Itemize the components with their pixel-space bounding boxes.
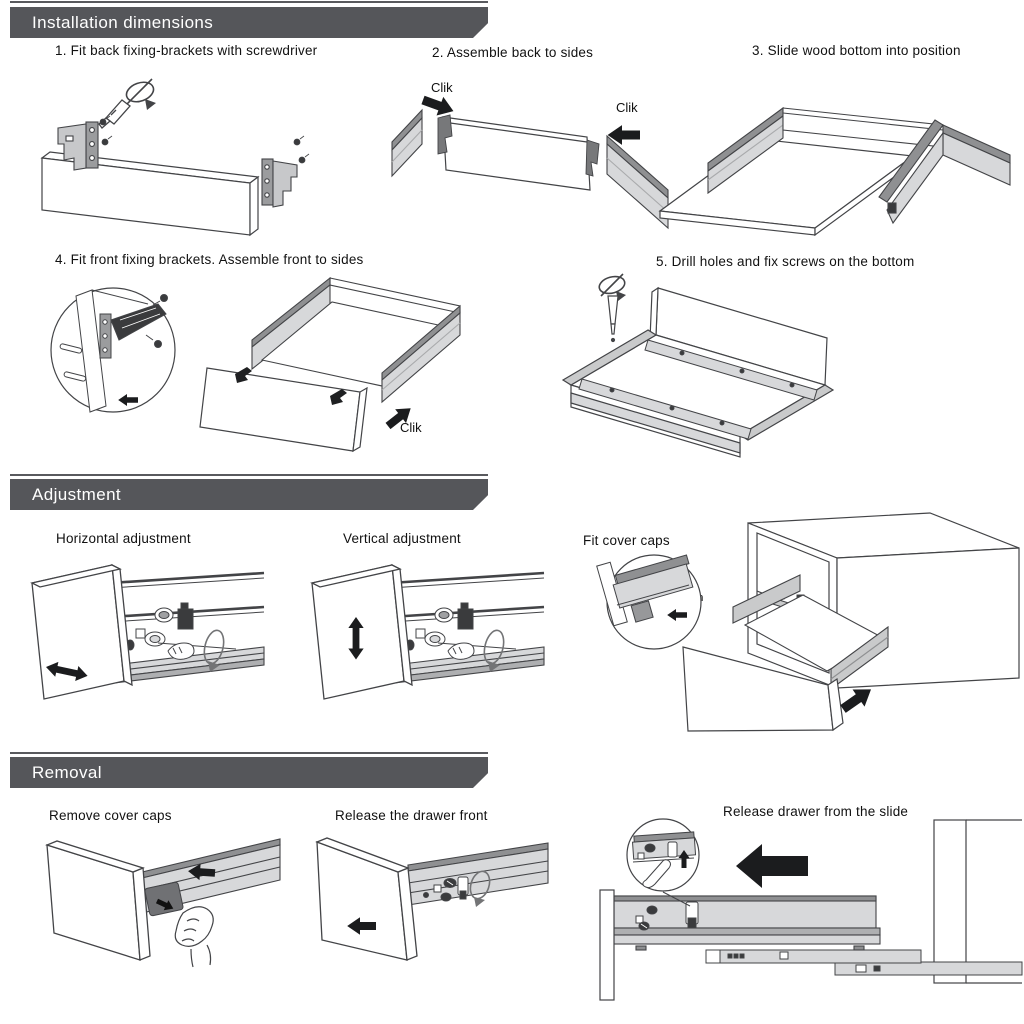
vertical-adjustment-label: Vertical adjustment	[343, 531, 461, 546]
release-mechanism	[423, 876, 469, 902]
frame-side-left	[707, 106, 784, 195]
screws-left	[99, 115, 113, 146]
section-divider-line	[10, 1, 488, 3]
cover-cap	[144, 881, 184, 917]
drawer-front-panel	[682, 646, 844, 732]
step-4-illustration	[40, 268, 535, 464]
release-drawer-slide-label: Release drawer from the slide	[723, 804, 909, 819]
release-drawer-front-illustration	[298, 833, 553, 988]
pull-out-arrow-icon	[736, 844, 808, 888]
release-latch-mechanism	[635, 901, 699, 931]
drawer-front-panel	[315, 837, 418, 961]
drawer-front-panel	[45, 840, 151, 961]
step-3-label: 3. Slide wood bottom into position	[752, 43, 961, 58]
step-3-illustration	[658, 85, 1018, 247]
step-5-illustration	[552, 272, 1017, 468]
screwdriver-icon	[607, 295, 619, 343]
front-clips	[235, 367, 347, 405]
cabinet-front-sheet	[649, 286, 828, 386]
panel-end-brackets	[437, 114, 600, 177]
section-header-adjustment: Adjustment	[10, 479, 488, 510]
section-title: Adjustment	[32, 484, 122, 504]
cover-cap-detail	[596, 554, 694, 627]
fit-cover-caps-illustration	[585, 503, 1022, 735]
wood-bottom-board	[658, 138, 915, 237]
clik-arrow-icon	[382, 401, 417, 433]
latch-detail	[631, 831, 697, 889]
step-1-illustration	[30, 78, 340, 246]
remove-cover-caps-label: Remove cover caps	[49, 808, 172, 823]
front-bracket-detail	[59, 289, 168, 413]
drawer-box	[251, 276, 461, 404]
step-4-label: 4. Fit front fixing brackets. Assemble f…	[55, 252, 364, 267]
step-1-label: 1. Fit back fixing-brackets with screwdr…	[55, 43, 318, 58]
cabinet	[747, 512, 1020, 689]
drawer-front-panel	[310, 563, 413, 700]
section-header-removal: Removal	[10, 757, 488, 788]
side-rail-right	[606, 134, 669, 230]
section-divider-line	[10, 474, 488, 476]
screwdriver-rotation-icon	[598, 273, 626, 297]
adjustment-mechanism	[125, 602, 237, 660]
hand-icon	[174, 906, 214, 968]
remove-cover-caps-illustration	[25, 833, 281, 988]
step-5-label: 5. Drill holes and fix screws on the bot…	[656, 254, 915, 269]
screwdriver-rotation-icon	[124, 78, 155, 107]
clik-callout-3: Clik	[400, 420, 422, 435]
cover-cap	[630, 600, 654, 623]
clik-callout-1: Clik	[431, 80, 453, 95]
telescoping-rails	[705, 949, 1023, 976]
drawer-front-panel	[30, 563, 133, 700]
drawer-slides	[578, 339, 818, 440]
drawer-side	[599, 889, 881, 1001]
screws-right	[293, 135, 310, 164]
back-panel	[442, 116, 591, 191]
horizontal-adjustment-label: Horizontal adjustment	[56, 531, 191, 546]
cabinet-panel	[933, 819, 1022, 984]
section-header-installation: Installation dimensions	[10, 7, 488, 38]
side-rail	[407, 842, 549, 906]
section-divider-line	[10, 752, 488, 754]
vertical-adjustment-illustration	[298, 553, 553, 721]
frame-side-right	[878, 119, 1011, 225]
drawer-front-panel	[199, 367, 368, 453]
step-2-label: 2. Assemble back to sides	[432, 45, 594, 60]
fixing-bracket-left	[57, 121, 99, 171]
step-2-illustration	[390, 80, 670, 240]
finger-icon	[642, 859, 671, 889]
rotation-arrowhead	[145, 99, 156, 110]
release-drawer-slide-illustration	[588, 798, 1023, 1024]
horizontal-adjustment-illustration	[18, 553, 273, 721]
inverted-drawer	[561, 329, 835, 458]
fit-cover-caps-label: Fit cover caps	[583, 533, 670, 548]
section-title: Installation dimensions	[32, 12, 214, 32]
clik-callout-2: Clik	[616, 100, 638, 115]
fixing-bracket-right	[261, 158, 298, 208]
clik-arrow-left-icon	[419, 90, 457, 121]
section-title: Removal	[32, 762, 102, 782]
side-rail-left	[391, 108, 423, 178]
release-drawer-front-label: Release the drawer front	[335, 808, 488, 823]
